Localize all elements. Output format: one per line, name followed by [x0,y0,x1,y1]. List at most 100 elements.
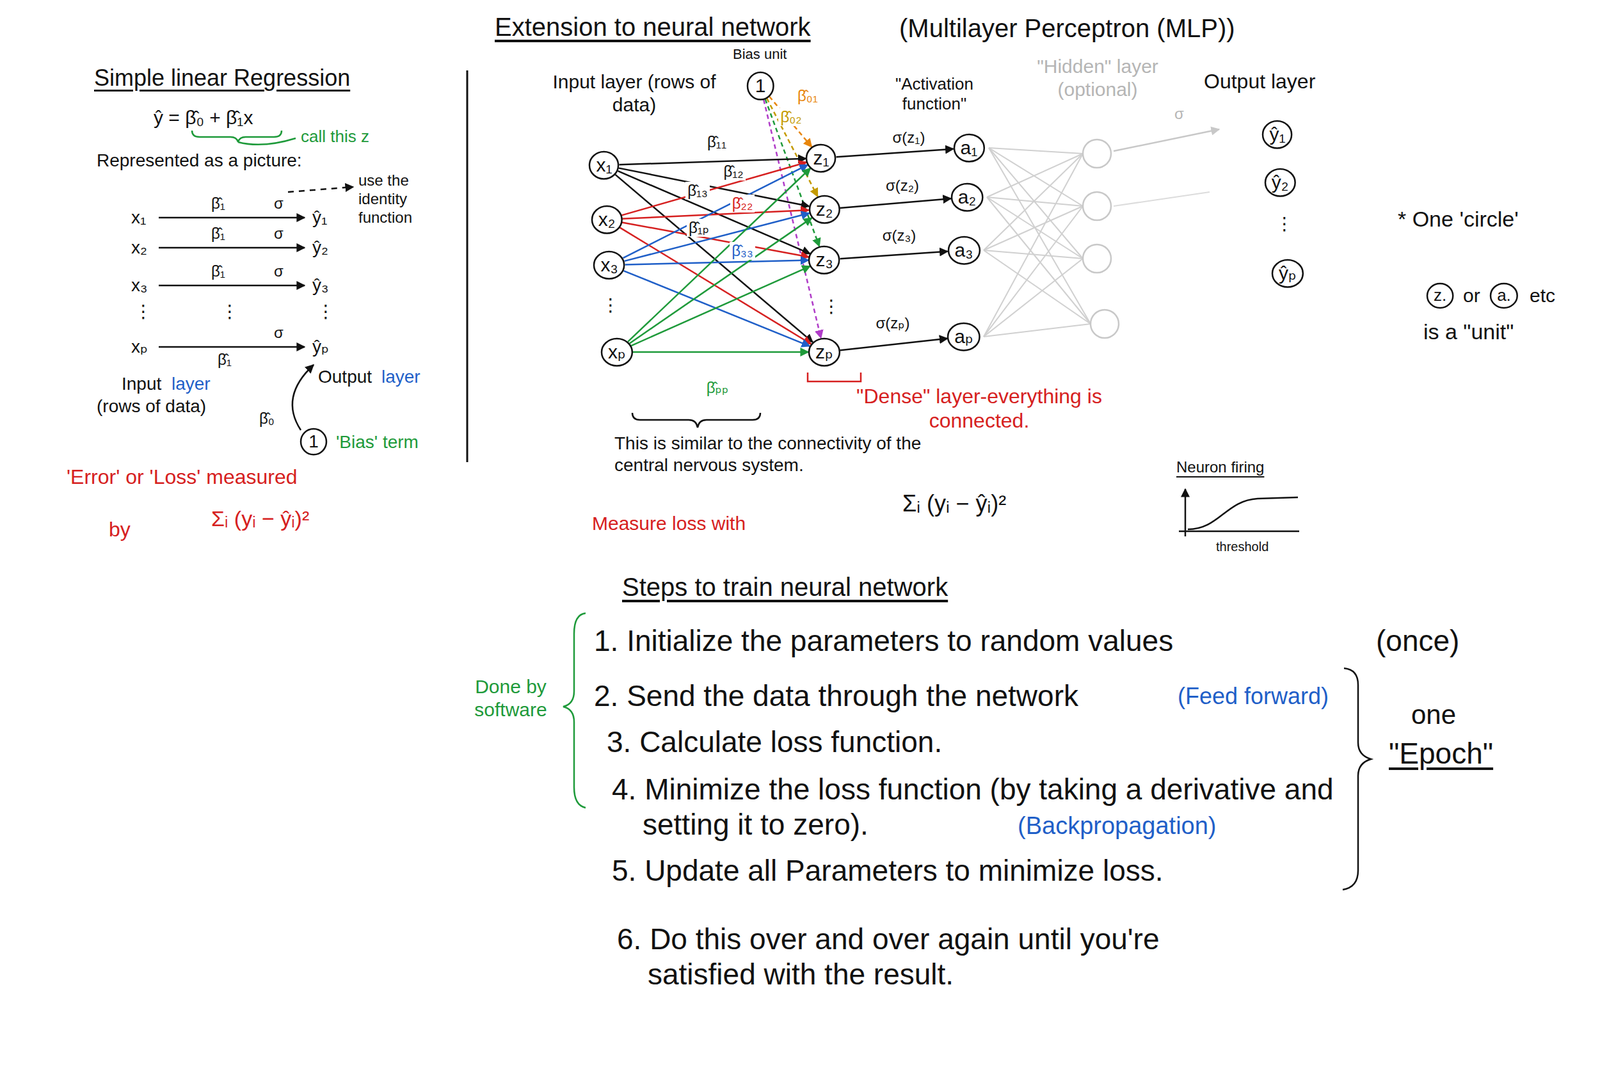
weight-arrow [627,168,811,342]
unit-label: a₃ [954,239,974,262]
unit-circle: zₚ [807,337,841,368]
input-symbol: x₂ [131,236,148,259]
unit-circle: x₃ [592,250,626,281]
annotation: 'Bias' term [336,431,419,454]
output-symbol: ŷ₃ [312,274,329,297]
bias-arrow [292,364,314,431]
unit-label: a. [1496,286,1512,306]
unit-label: 1 [308,431,319,452]
epoch-note: "Epoch" [1388,736,1494,772]
activation-symbol: σ [273,224,284,244]
weight-label: β̂₁ [217,350,232,370]
formula-brace [192,130,296,145]
unit-label: x₂ [598,208,616,232]
divider-line [466,70,469,463]
loss-note: Measure loss with [592,512,746,536]
unit-label: aₚ [954,325,974,349]
unit-label: z₁ [812,147,829,170]
dense-bracket [807,372,861,382]
weight-label: σ(z₃) [880,226,919,245]
input-arrow [158,346,305,349]
unit-circle: z. [1425,282,1455,310]
hidden-arrow [1113,192,1210,207]
weight-label: β̂₃₃ [729,241,755,260]
annotation: use the identity function [358,171,455,227]
section-heading: (Multilayer Perceptron (MLP)) [899,12,1236,44]
weight-label: β̂₂₂ [730,194,755,213]
unit-circle: z₁ [805,143,837,174]
unit-circle: aₚ [946,321,982,352]
unit-label: zₚ [815,341,834,364]
unit-label: z. [1433,286,1447,306]
activation-symbol: σ [1174,104,1184,124]
step-text: 5. Update all Parameters to minimize los… [611,853,1164,889]
input-symbol: xₚ [131,336,148,358]
weight-arrow [840,251,948,260]
plot-title: Neuron firing [1176,458,1264,477]
unit-label: ŷ₁ [1269,123,1286,146]
ellipsis: ⋮ [316,300,335,323]
side-note: * One 'circle' [1397,206,1520,233]
unit-circle: xₚ [600,337,634,368]
unit-label: a₂ [958,186,976,209]
connectivity-brace [632,412,761,428]
step-text: 1. Initialize the parameters to random v… [593,623,1174,659]
step-text: 6. Do this over and over again until you… [616,921,1173,992]
hidden-arrow [1113,129,1220,152]
weight-arrow [839,198,952,208]
unit-label: x₃ [600,254,618,277]
step-text: 2. Send the data through the network [593,678,1079,714]
loss-note: by [108,517,131,542]
weight-label: β̂ₚₚ [704,378,731,397]
unit-label: ŷ₂ [1271,171,1289,194]
output-symbol: ŷ₂ [312,236,329,259]
formula: ŷ = β̂₀ + β̂₁x [153,106,253,130]
layer-caption: Output [318,366,372,388]
weight-label: β̂₀₁ [795,87,820,105]
unit-circle: ŷ₁ [1261,119,1293,150]
weight-arrow [632,351,809,354]
unit-label: z₂ [816,198,834,221]
annotation: This is similar to the connectivity of t… [614,432,922,476]
hidden-units [1082,139,1119,338]
input-arrow [158,216,305,219]
unit-label: xₚ [608,341,626,364]
software-brace [563,613,586,808]
step-note: (Feed forward) [1177,682,1329,710]
weight-label: β̂₁₃ [685,181,710,200]
layer-caption: Input [121,373,162,395]
layer-caption: Input layer (rows of data) [551,70,718,117]
weight-label: β̂₀₂ [778,108,804,127]
brace-note: Done by software [465,675,556,722]
unit-label: a₁ [960,136,978,160]
loss-formula: Σᵢ (yᵢ − ŷᵢ)² [902,489,1007,518]
unit-circle: x₁ [588,150,620,181]
unit-caption: Bias unit [732,46,787,63]
epoch-note: one [1411,698,1456,731]
axis-label: threshold [1216,538,1269,555]
step-text: 3. Calculate loss function. [606,724,943,760]
side-note: is a "unit" [1423,318,1514,345]
weight-label: β̂₁₂ [721,162,745,181]
weight-arrow [625,260,809,265]
step-text: 4. Minimize the loss function (by taking… [611,771,1347,843]
hidden-connections [983,147,1091,337]
weight-arrow [618,168,809,207]
weight-arrow [615,174,813,343]
weight-label: σ(zₚ) [873,314,912,333]
regression-arrows [158,186,354,431]
weight-label: β̂₁ₚ [686,218,712,237]
layer-caption: "Activation function" [870,74,999,114]
weight-arrow [629,217,813,344]
output-symbol: ŷₚ [312,336,329,358]
note-pointer [288,186,354,192]
step-note: (once) [1376,623,1460,659]
unit-label: ŷₚ [1278,262,1297,285]
unit-circle: z₃ [807,245,841,276]
weight-label: σ(z₁) [890,128,928,147]
input-symbol: x₃ [131,274,148,297]
step-note: (Backpropagation) [1017,811,1217,841]
dense-note: "Dense" layer-everything is connected. [844,384,1114,434]
ellipsis: ⋮ [601,294,620,317]
